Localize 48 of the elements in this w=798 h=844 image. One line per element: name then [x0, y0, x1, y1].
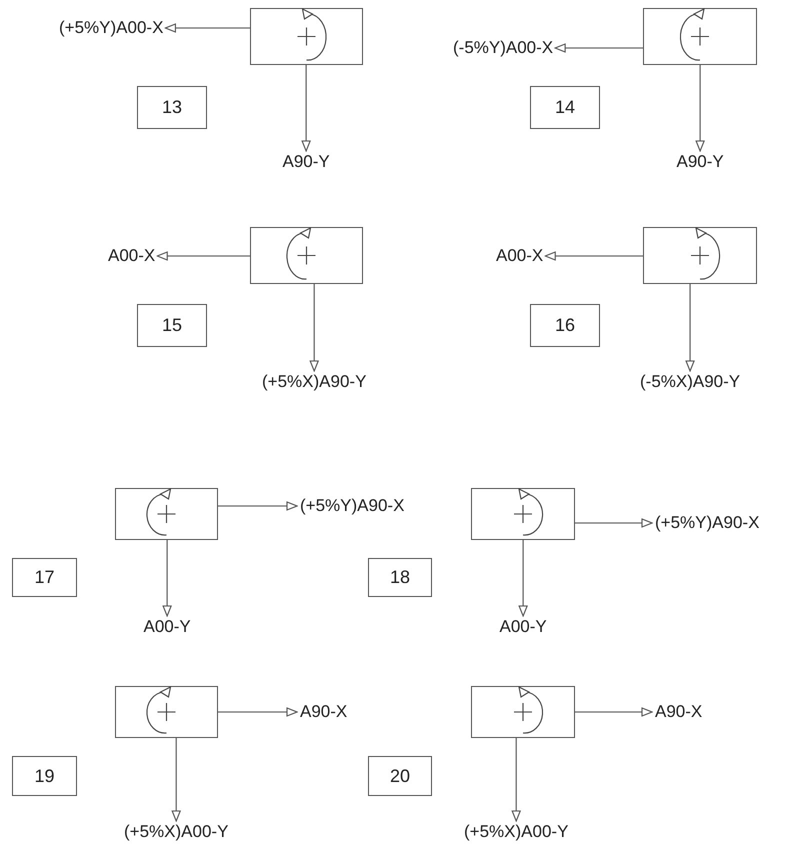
arrow	[512, 738, 521, 822]
arrow	[310, 284, 319, 372]
arrow	[575, 518, 653, 528]
axis-label: (+5%Y)A00-X	[59, 18, 164, 38]
axis-label: (-5%X)A90-Y	[640, 372, 740, 392]
figure-number: 14	[530, 86, 600, 129]
arrow	[156, 251, 250, 261]
axis-label: (-5%Y)A00-X	[453, 38, 554, 58]
component-box	[643, 8, 757, 65]
component-box	[115, 488, 218, 540]
figure-number: 17	[12, 558, 77, 597]
component-box	[250, 8, 363, 65]
component-box	[115, 686, 218, 738]
axis-label: A90-X	[300, 702, 348, 722]
arrow	[172, 738, 181, 822]
arrow	[544, 251, 643, 261]
arrow	[554, 43, 643, 53]
figure-number: 19	[12, 756, 77, 796]
figure-number: 20	[368, 756, 432, 796]
arrow	[218, 707, 298, 717]
arrow	[218, 501, 298, 511]
arrow	[575, 707, 653, 717]
arrow	[518, 540, 528, 617]
arrow	[162, 540, 172, 617]
component-box	[643, 227, 757, 284]
axis-label: A00-Y	[144, 617, 191, 637]
arrow	[696, 65, 705, 152]
arrow	[686, 284, 695, 372]
axis-label: A00-Y	[500, 617, 547, 637]
axis-label: (+5%X)A90-Y	[262, 372, 366, 392]
arrow	[164, 23, 250, 33]
figure-number: 18	[368, 558, 432, 597]
axis-label: A90-Y	[282, 152, 330, 172]
figure-number: 13	[137, 86, 207, 129]
axis-label: (+5%Y)A90-X	[655, 513, 760, 533]
arrow	[302, 65, 311, 152]
figure-number: 15	[137, 304, 207, 347]
component-box	[471, 686, 575, 738]
component-box	[250, 227, 363, 284]
axis-label: (+5%X)A00-Y	[124, 822, 228, 842]
axis-label: (+5%X)A00-Y	[464, 822, 568, 842]
axis-label: A90-Y	[676, 152, 724, 172]
figure-number: 16	[530, 304, 600, 347]
axis-label: (+5%Y)A90-X	[300, 496, 404, 516]
axis-label: A00-X	[108, 246, 156, 266]
component-box	[471, 488, 575, 540]
axis-label: A90-X	[655, 702, 702, 722]
axis-label: A00-X	[496, 246, 544, 266]
